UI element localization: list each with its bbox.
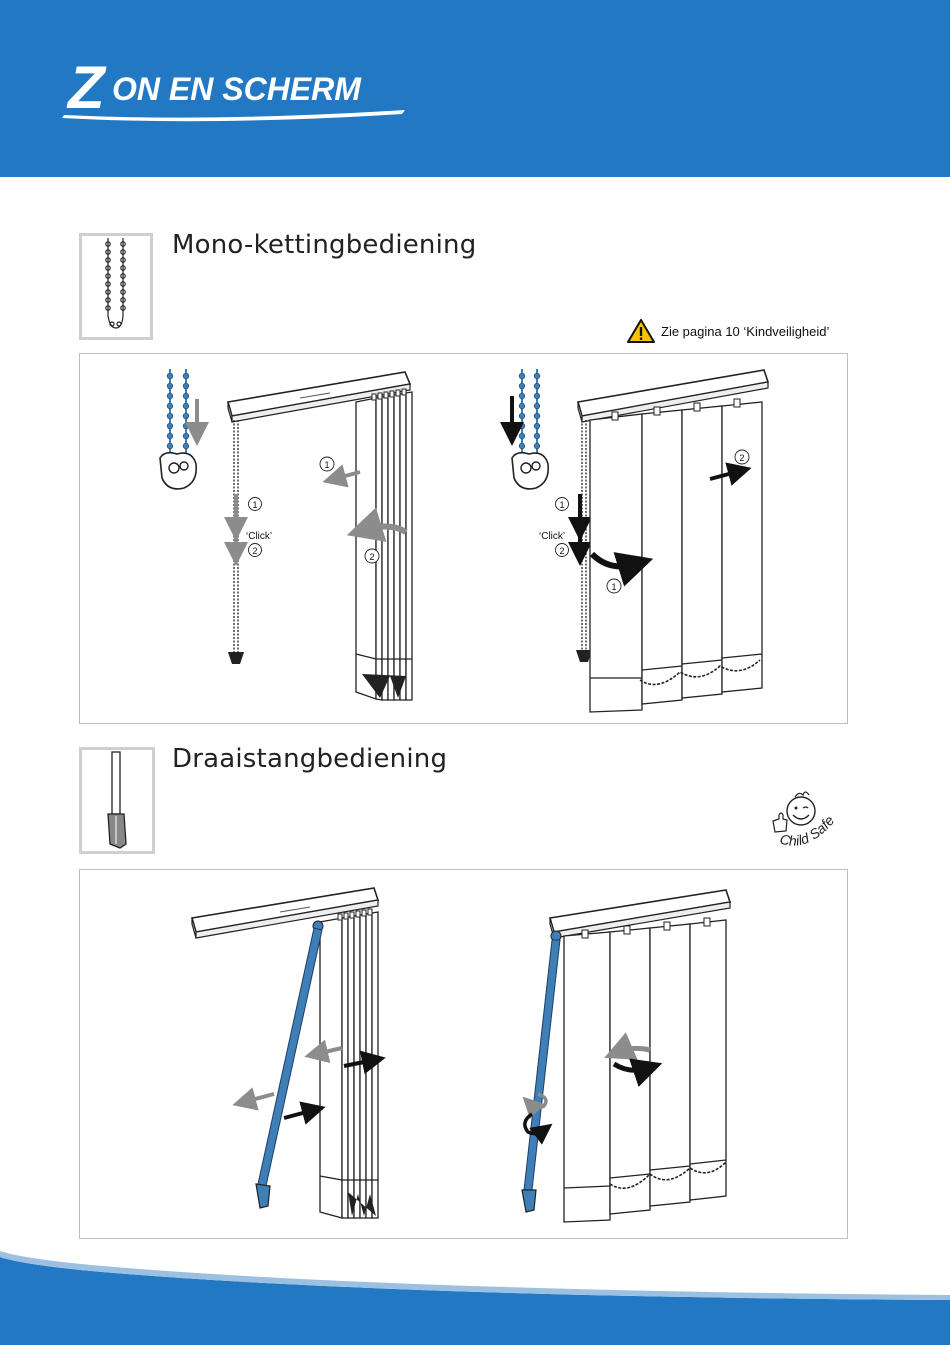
arrow-label-right-2: 2 [735,450,749,464]
chain-operation-diagram: 1 ‘Click’ 2 1 2 [80,354,846,722]
step-label-left-1: 1 [249,498,262,511]
wand-left [256,921,323,1208]
vanes-stacked-left [356,392,412,700]
click-label-left: ‘Click’ [246,531,272,542]
warning-note: Zie pagina 10 ‘Kindveiligheid’ [626,316,829,346]
section-title-chain: Mono-kettingbediening [172,230,476,260]
chain-detail-left [160,369,197,489]
arrow-label-left-2: 2 [365,549,379,563]
diagram-panel-chain: 1 ‘Click’ 2 1 2 [79,353,848,724]
wand-thumbnail [79,747,155,854]
warning-triangle-icon [626,318,656,344]
svg-text:1: 1 [252,500,257,510]
arrow-label-right-1: 1 [607,579,621,593]
wand-right [522,931,561,1212]
svg-text:2: 2 [252,546,257,556]
wand-icon [82,750,152,851]
step-label-right-1: 1 [556,498,569,511]
svg-text:1: 1 [611,582,616,592]
vanes-open-right [590,402,762,712]
header-bar: Z ON EN SCHERM [0,0,950,177]
click-label-right: ‘Click’ [539,531,565,542]
diagram-panel-wand [79,869,848,1239]
svg-text:1: 1 [559,500,564,510]
step-label-left-2: 2 [249,544,262,557]
svg-text:2: 2 [369,552,374,562]
logo-letter-z: Z [66,54,107,121]
section-title-wand: Draaistangbediening [172,744,447,774]
step-label-right-2: 2 [556,544,569,557]
chain-thumbnail [79,233,153,340]
brand-logo: Z ON EN SCHERM [60,52,420,122]
arrow-label-left-1: 1 [320,457,334,471]
footer-wave [0,1245,950,1345]
child-safe-logo: Child Safe [765,785,850,857]
warning-text: Zie pagina 10 ‘Kindveiligheid’ [661,324,829,339]
chain-icon [82,236,150,337]
hanging-chain-left [228,420,244,664]
chain-detail-right [512,369,548,489]
logo-text: ON EN SCHERM [112,71,362,107]
svg-text:2: 2 [559,546,564,556]
wand-operation-diagram [80,870,846,1237]
svg-text:2: 2 [739,453,744,463]
svg-text:1: 1 [324,460,329,470]
